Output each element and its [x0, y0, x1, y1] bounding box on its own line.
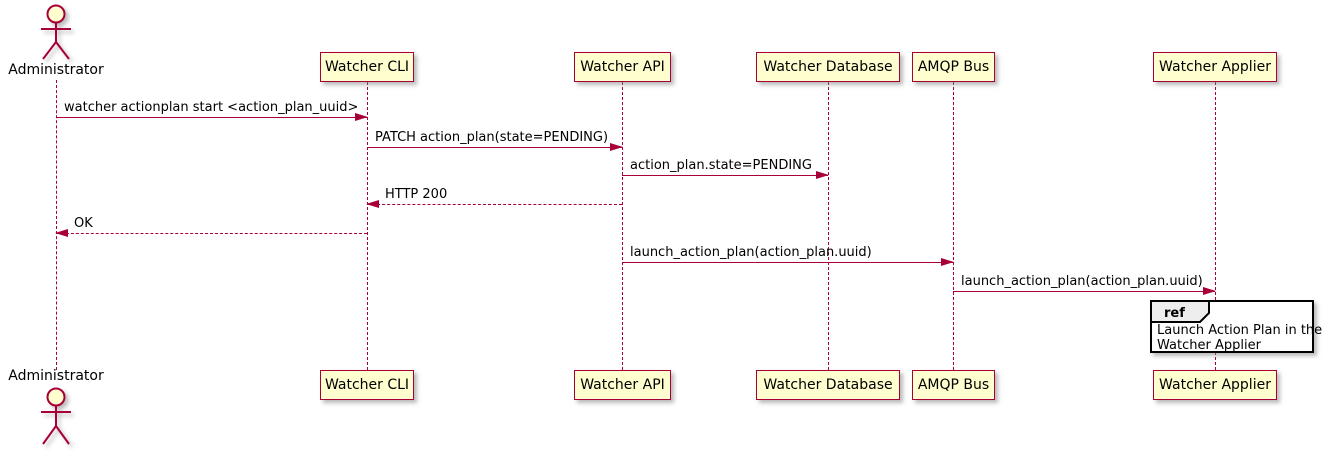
message-line [953, 286, 1216, 295]
message-line [366, 199, 622, 208]
lifeline-watcher-api [622, 82, 623, 370]
ref-fragment: ref Launch Action Plan in the Watcher Ap… [1150, 300, 1323, 353]
message-http-200: HTTP 200 [366, 187, 622, 208]
ref-tab-icon: ref [1150, 300, 1210, 323]
participant-watcher-applier-bottom: Watcher Applier [1153, 370, 1277, 400]
arrowhead-icon [816, 170, 829, 179]
arrowhead-icon [366, 199, 379, 208]
message-label: OK [74, 216, 93, 231]
participant-watcher-api-top: Watcher API [574, 52, 671, 82]
message-label: action_plan.state=PENDING [630, 158, 812, 173]
message-label: PATCH action_plan(state=PENDING) [375, 130, 609, 145]
participant-watcher-database-top: Watcher Database [756, 52, 900, 82]
participant-watcher-api-bottom: Watcher API [574, 370, 671, 400]
arrowhead-icon [355, 112, 368, 121]
message-launch-action-plan-amqp: launch_action_plan(action_plan.uuid) [622, 245, 954, 266]
message-label: launch_action_plan(action_plan.uuid) [630, 245, 872, 260]
actor-icon [41, 4, 71, 60]
participant-watcher-database-bottom: Watcher Database [756, 370, 900, 400]
message-action-plan-state-pending: action_plan.state=PENDING [622, 158, 829, 179]
message-line [622, 170, 829, 179]
message-label: watcher actionplan start <action_plan_uu… [64, 100, 359, 115]
participant-amqp-bus-top: AMQP Bus [912, 52, 995, 82]
message-label: launch_action_plan(action_plan.uuid) [961, 274, 1203, 289]
ref-text-line2: Watcher Applier [1157, 338, 1261, 353]
ref-text-line1: Launch Action Plan in the [1157, 323, 1323, 338]
message-launch-action-plan-applier: launch_action_plan(action_plan.uuid) [953, 274, 1216, 295]
arrowhead-icon [610, 142, 623, 151]
ref-keyword: ref [1164, 306, 1185, 321]
message-actionplan-start: watcher actionplan start <action_plan_uu… [56, 100, 368, 121]
participant-watcher-cli-bottom: Watcher CLI [320, 370, 414, 400]
lifeline-watcher-cli [366, 82, 368, 370]
message-label: HTTP 200 [385, 187, 448, 202]
participant-watcher-cli-top: Watcher CLI [320, 52, 414, 82]
arrowhead-icon [1203, 286, 1216, 295]
participant-watcher-applier-top: Watcher Applier [1153, 52, 1277, 82]
lifeline-amqp-bus [953, 82, 954, 370]
ref-text: Launch Action Plan in the Watcher Applie… [1157, 323, 1323, 353]
message-line [367, 142, 623, 151]
actor-label-bottom: Administrator [8, 368, 104, 384]
message-ok: OK [55, 216, 367, 237]
arrowhead-icon [55, 228, 68, 237]
message-patch-action-plan: PATCH action_plan(state=PENDING) [367, 130, 623, 151]
lifeline-watcher-database [827, 82, 829, 370]
message-line [622, 257, 954, 266]
lifeline-administrator [55, 80, 57, 370]
message-line [55, 228, 367, 237]
actor-label-top: Administrator [8, 62, 104, 78]
arrowhead-icon [941, 257, 954, 266]
lifeline-watcher-applier [1214, 82, 1216, 370]
participant-amqp-bus-bottom: AMQP Bus [912, 370, 995, 400]
message-line [56, 112, 368, 121]
actor-icon [41, 387, 71, 445]
